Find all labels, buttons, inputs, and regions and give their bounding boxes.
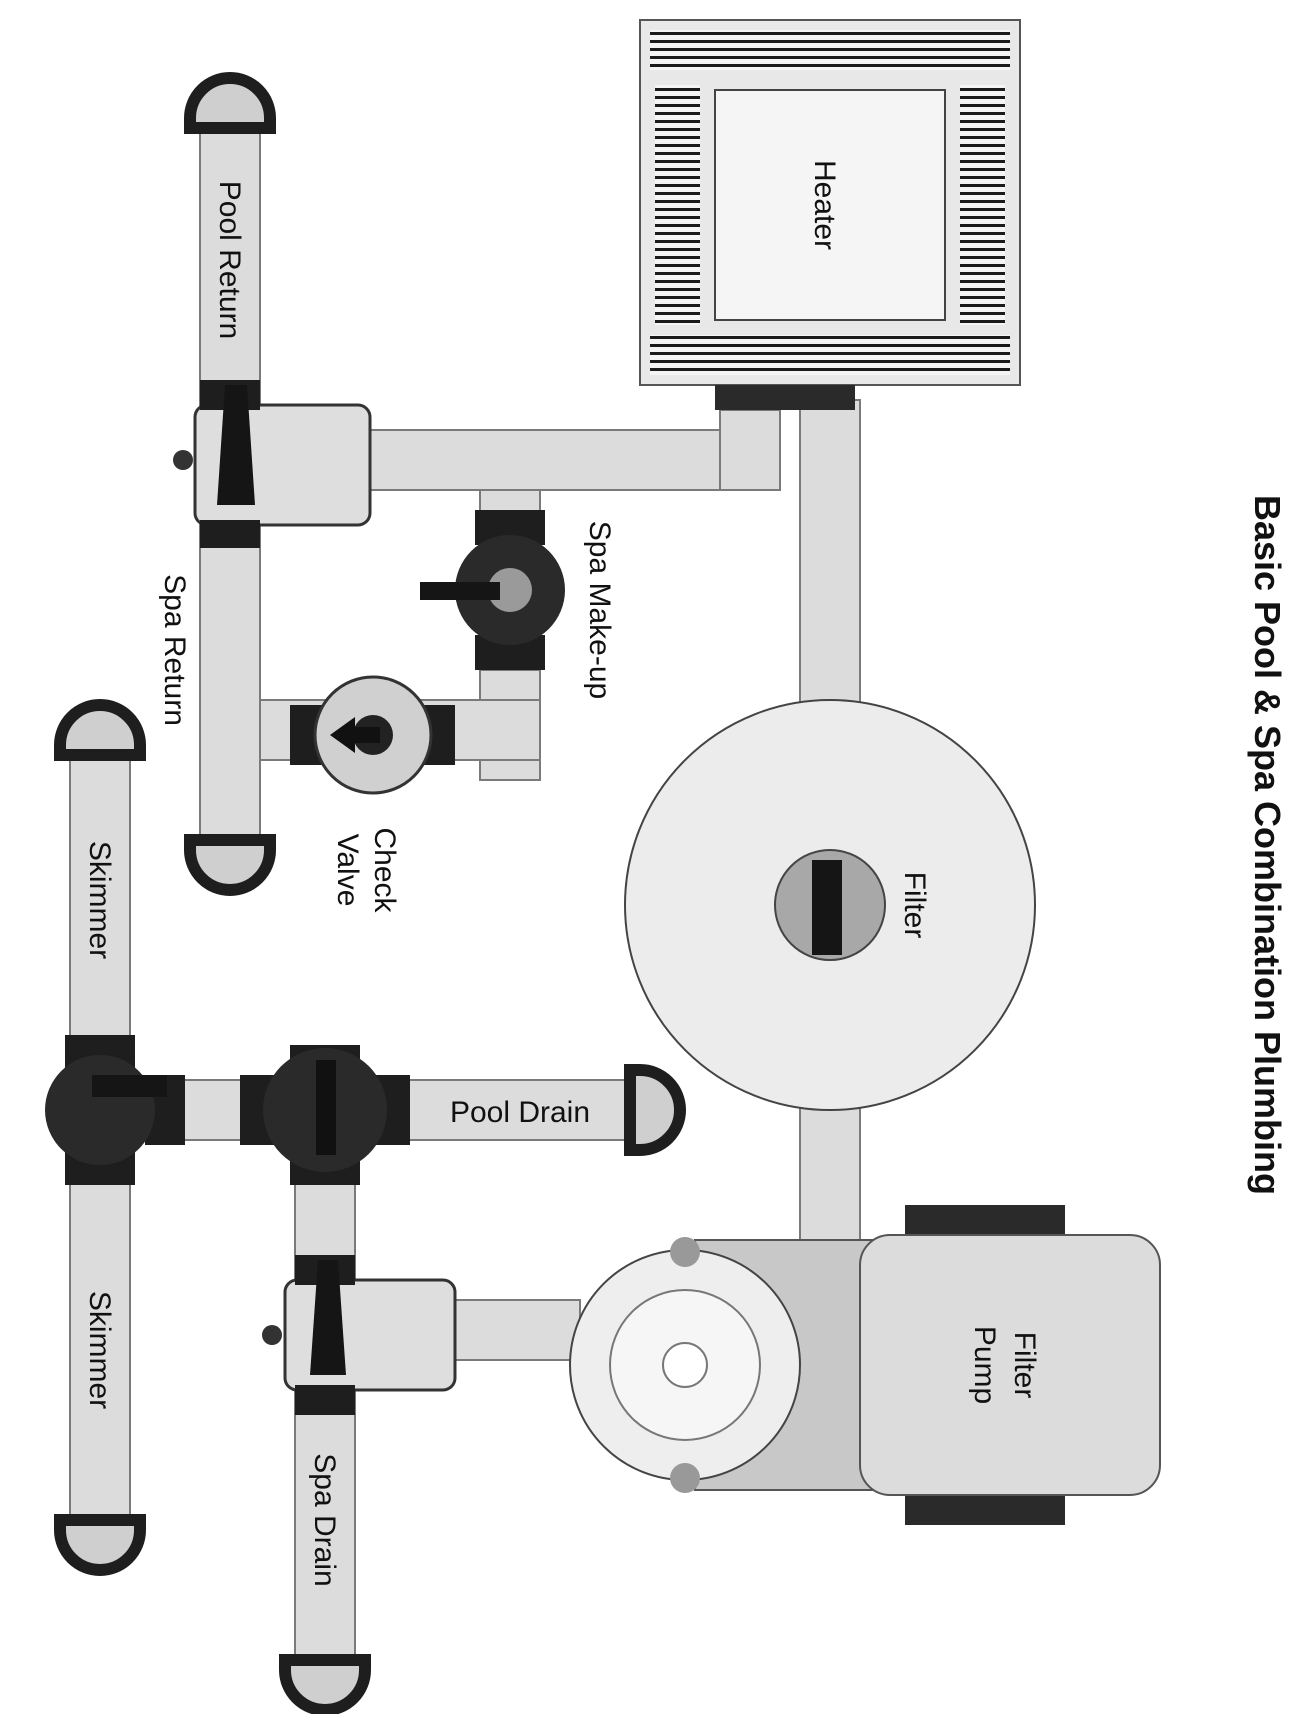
valve-handle[interactable] [420,582,500,600]
skimmer-top-cap [54,699,146,761]
filter-label: Filter [898,872,931,939]
spa-makeup-label: Spa Make-up [583,521,616,699]
spa-return-cap [184,834,276,896]
diagram-title: Basic Pool & Spa Combination Plumbing [1247,495,1288,1195]
heater-vent [650,335,1010,375]
spa-return-label: Spa Return [158,574,191,726]
pump-bolt [670,1237,700,1267]
check-valve-label-line1: Check [368,827,401,913]
filter: Filter [624,699,1036,1111]
spa-makeup-valve[interactable] [420,510,565,670]
spa-drain-cap [279,1654,371,1714]
heater-vent [655,85,700,325]
pump-motor [859,1234,1161,1496]
valve-pump-pipe [449,1299,581,1361]
spa-drain-label: Spa Drain [308,1453,341,1586]
skimmer-bottom-label: Skimmer [83,1291,116,1409]
pump-impeller-icon [662,1342,708,1388]
pump-bolt [670,1463,700,1493]
return-header-pipe [339,429,781,491]
skimmer-bottom-cap [54,1514,146,1576]
valve-hub [488,568,532,612]
filter-pump-label-line2: Pump [968,1326,1001,1404]
pool-return-cap [184,72,276,134]
pump-motor-foot [905,1495,1065,1525]
pump-motor-foot [905,1205,1065,1235]
heater-outlet-pipe [719,409,781,491]
pool-return-pipe [199,104,261,406]
valve-collar [295,1385,355,1415]
heater-vent [960,85,1005,325]
pipe-end-caps [54,72,686,1714]
valve-collar [200,520,260,548]
pool-drain-cap [624,1064,686,1156]
check-valve-label-line2: Valve [331,834,364,907]
pool-drain-label: Pool Drain [450,1096,590,1129]
valve-body [45,1055,155,1165]
spa-return-pipe [199,524,261,836]
pool-drain-pipe [399,1079,641,1141]
labels: Basic Pool & Spa Combination Plumbing Po… [83,181,1288,1587]
valve-handle[interactable] [316,1060,336,1155]
pool-drain-valve[interactable] [240,1045,410,1185]
skimmer-top-label: Skimmer [83,841,116,959]
pool-return-label: Pool Return [213,181,246,339]
spa-drain-valve[interactable] [262,1255,457,1415]
valve-handle[interactable] [310,1260,346,1375]
filter-pump-label-line1: Filter [1008,1332,1041,1399]
heater-vent [650,30,1010,70]
heater-label: Heater [808,160,841,250]
heater: Heater [639,19,1021,410]
flow-arrow-icon [330,717,380,753]
heater-panel [714,89,946,321]
pool-return-valve[interactable] [173,380,372,548]
pipes [69,104,861,1661]
filter-pump: Filter Pump [569,1205,1161,1525]
valve-handle[interactable] [92,1075,167,1097]
heater-filter-pipe [799,399,861,711]
valve-knob [262,1325,282,1345]
valve-handle[interactable] [217,385,255,505]
skimmer-pipe-bottom [69,1179,131,1531]
heater-outlet-collar [715,385,855,410]
check-valve [290,675,455,795]
filter-handle [812,860,842,955]
valve-knob [173,450,193,470]
skimmer-valve[interactable] [45,1035,185,1185]
